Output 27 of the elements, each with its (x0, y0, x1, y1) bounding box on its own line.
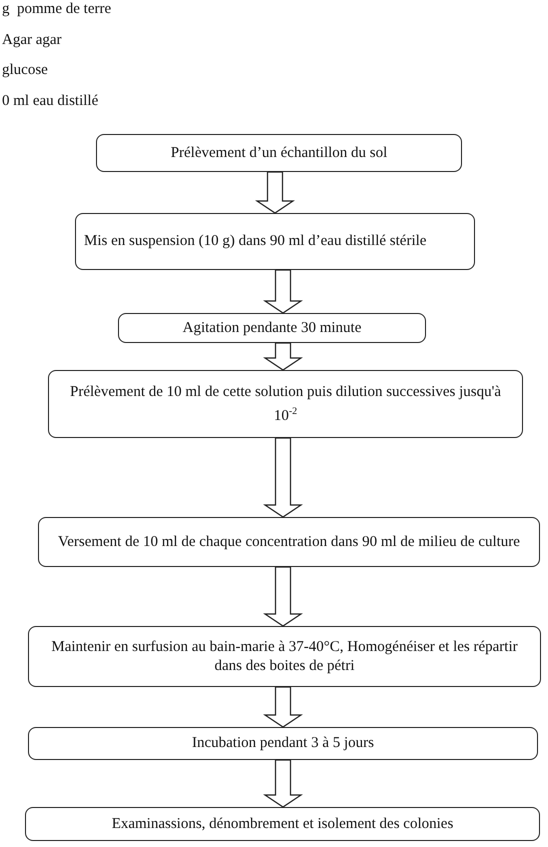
process-box (75, 213, 475, 270)
step-text: Examinassions, dénombrement et isolement des colonies (112, 814, 454, 834)
block-arrow (263, 686, 303, 728)
ingredient-text: Agar agar (2, 31, 62, 49)
process-box (28, 727, 538, 760)
step-text: Mis en suspension (10 g) dans 90 ml d’eau distillé stérile (84, 232, 426, 251)
process-box (96, 134, 462, 172)
step-text: Agitation pendante 30 minute (182, 318, 362, 338)
process-box (48, 370, 523, 438)
step-text: Versement de 10 ml de chaque concentration dans 90 ml de milieu de culture (58, 532, 520, 552)
block-arrow (263, 566, 303, 627)
ingredient-text: 0 ml eau distillé (2, 92, 98, 110)
block-arrow (263, 437, 303, 518)
process-box (118, 313, 426, 343)
process-box (38, 517, 540, 567)
ingredient-text: glucose (2, 61, 48, 79)
block-arrow (263, 759, 303, 808)
block-arrow (263, 342, 303, 371)
step-text: Maintenir en surfusion au bain-marie à 37-40°C, Homogénéiser et les répartir dans des boites de pétri (50, 638, 519, 676)
step-text: Prélèvement d’un échantillon du sol (170, 144, 388, 162)
step-text: Prélèvement de 10 ml de cette solution puis dilution successives jusqu'à 10$^{-2}$ (69, 382, 502, 426)
step-text: Incubation pendant 3 à 5 jours (192, 734, 374, 753)
ingredient-text: g pomme de terre (2, 0, 112, 18)
block-arrow (255, 171, 295, 214)
block-arrow (263, 269, 303, 314)
process-box (25, 807, 540, 841)
process-box (28, 626, 541, 687)
